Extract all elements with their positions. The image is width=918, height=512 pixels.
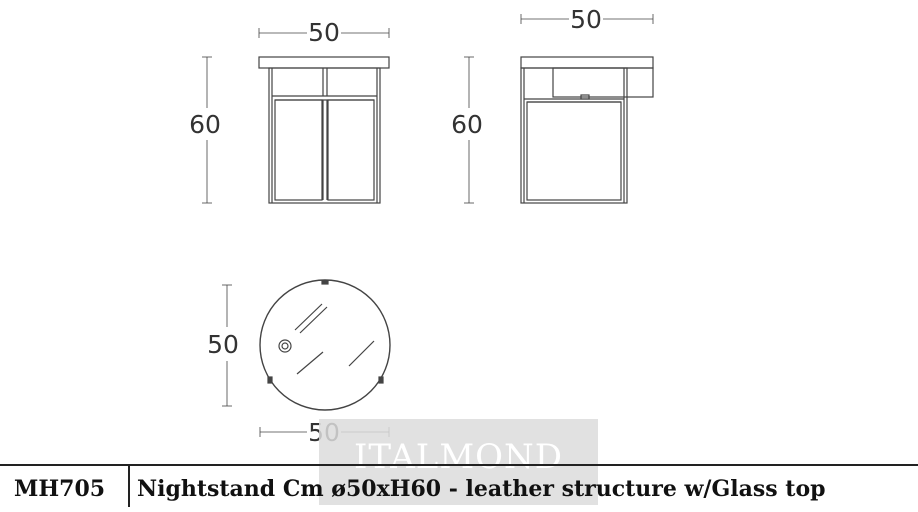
- product-code: MH705: [0, 466, 130, 507]
- watermark-box: [319, 419, 598, 505]
- front-width-label: 50: [308, 18, 340, 47]
- top-view: [222, 279, 391, 437]
- front-height-label: 60: [189, 110, 221, 139]
- side-height-label: 60: [451, 110, 483, 139]
- side-width-label: 50: [570, 5, 602, 34]
- product-description: Nightstand Cm ø50xH60 - leather structur…: [137, 476, 826, 502]
- product-footer: MH705 Nightstand Cm ø50xH60 - leather st…: [0, 464, 918, 507]
- side-view: [464, 14, 654, 204]
- top-depth-label: 50: [207, 330, 239, 359]
- watermark-text: ITALMOND: [353, 437, 564, 477]
- front-view: [202, 28, 390, 204]
